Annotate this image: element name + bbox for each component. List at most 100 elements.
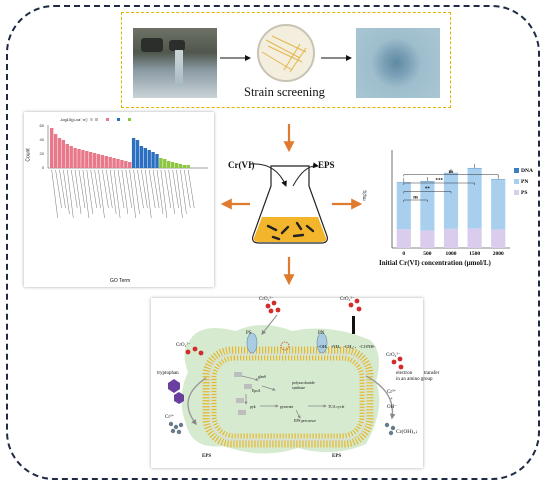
strain-screening-caption: Strain screening [244, 85, 325, 99]
go-ytick: 60 [40, 123, 45, 128]
go-bar-bp [100, 155, 105, 168]
go-term-label [109, 169, 117, 215]
go-bar-cc [135, 140, 140, 168]
crvi-input-label: Cr(VI) [228, 160, 255, 170]
tryptophan-label: tryptophan [157, 371, 179, 376]
go-bar-cc [151, 152, 155, 168]
go-bar-bp [50, 128, 54, 168]
x-tick-label: 500 [423, 251, 432, 257]
go-xlabel: GO Term [110, 278, 131, 284]
bar-ps [491, 229, 506, 248]
significance-label: ns [449, 170, 454, 175]
go-term-label [121, 169, 129, 215]
petri-streaks [261, 35, 307, 73]
go-term-label [133, 169, 140, 215]
go-bar-mf [167, 161, 171, 168]
bar-ps [467, 228, 482, 248]
go-bar-cc [147, 150, 151, 168]
cell-membrane [181, 325, 380, 454]
go-bar-cc [139, 146, 144, 168]
go-bar-bp [61, 140, 66, 168]
bar-pn [420, 181, 435, 231]
go-ytick: 40 [40, 137, 45, 142]
pathway-nodes [234, 372, 252, 415]
go-bar-bp [89, 152, 93, 168]
cro4-right-label: CrO₄²⁻ [386, 352, 401, 358]
go-term-label [145, 169, 152, 219]
tca-label: TCA cycle [328, 405, 345, 409]
go-bar-bp [73, 148, 77, 168]
electron-label: electron [396, 371, 413, 376]
go-bar-mf [163, 159, 167, 168]
significance-label: ns [413, 196, 418, 201]
go-bar-cc [155, 154, 159, 168]
go-term-label [141, 169, 148, 209]
polysaccharide-icon [280, 341, 290, 351]
go-bar-mf [178, 164, 183, 168]
go-term-label [86, 169, 94, 215]
petri-dish-icon [257, 24, 315, 82]
go-term-label [63, 169, 70, 215]
go-bar-mf [186, 165, 190, 168]
go-legend [80, 118, 131, 121]
significance-label: *** [435, 179, 443, 184]
cr3-particles [168, 421, 396, 436]
eps-precursor-label: EPS precursor [294, 419, 317, 423]
binding-site-bar [352, 316, 355, 334]
eps-output-label: EPS [318, 160, 335, 170]
go-term-label [78, 169, 86, 209]
functional-groups-label: -OH、-NH、-CH₂-、-CONH- [318, 344, 376, 349]
tryptophan-molecule [168, 379, 184, 404]
go-term-label [98, 169, 105, 219]
transfer-label: transfer [424, 371, 440, 376]
plus-label: + [390, 397, 393, 402]
strain-screening-panel [121, 12, 451, 108]
go-bar-bp [85, 151, 89, 168]
cro4-right-top-label: CrO₄²⁻ [340, 296, 355, 302]
go-ytick: 20 [40, 151, 45, 156]
go-term-label [102, 169, 109, 209]
go-bar-cc [131, 138, 136, 168]
eps-right-label: EPS [332, 454, 341, 459]
amino-group-label: in an amino group [396, 377, 433, 382]
chart-xlabel: Initial Cr(VI) concentration (μmol/L) [379, 259, 491, 267]
significance-label: ** [425, 187, 431, 192]
go-term-label [129, 169, 136, 219]
go-bar-bp [96, 154, 101, 168]
x-tick-label: 1000 [446, 251, 457, 257]
bar-pn [491, 179, 506, 230]
go-term-label [51, 169, 58, 219]
go-term-label [160, 169, 168, 219]
eps-left-label: EPS [202, 454, 211, 459]
go-bar-mf [170, 162, 175, 168]
go-term-label [113, 169, 121, 219]
metabolic-pathway [241, 375, 327, 419]
go-term-label [125, 169, 133, 209]
go-term-label [187, 169, 195, 209]
go-bar-bp [108, 157, 112, 168]
go-bar-bp [92, 153, 97, 168]
go-term-label [117, 169, 125, 209]
go-bar-mf [174, 163, 179, 168]
go-term-label [176, 169, 183, 219]
bar-ps [443, 228, 459, 248]
synthase-label: synthase [292, 386, 305, 390]
chromate-ion-clusters [185, 298, 404, 370]
go-term-label [156, 169, 164, 215]
bar-pn [467, 168, 482, 229]
go-term-label [137, 169, 144, 209]
legend-label: PS [521, 190, 527, 196]
go-bar-bp [116, 159, 120, 168]
croh-label: Cr(OH)₃↓ [396, 428, 418, 435]
go-term-label [55, 169, 62, 209]
go-bar-bp [81, 150, 85, 168]
go-bar-bp [104, 156, 108, 168]
ps-label: PS [246, 331, 252, 336]
go-term-label [180, 169, 187, 215]
pyruvate-label: pyruvate [280, 405, 294, 409]
significance-bracket [403, 199, 428, 202]
go-bar-cc [143, 148, 147, 168]
wastewater-photo [133, 28, 217, 98]
bar-pn [396, 182, 411, 230]
bar-ps [396, 229, 411, 248]
